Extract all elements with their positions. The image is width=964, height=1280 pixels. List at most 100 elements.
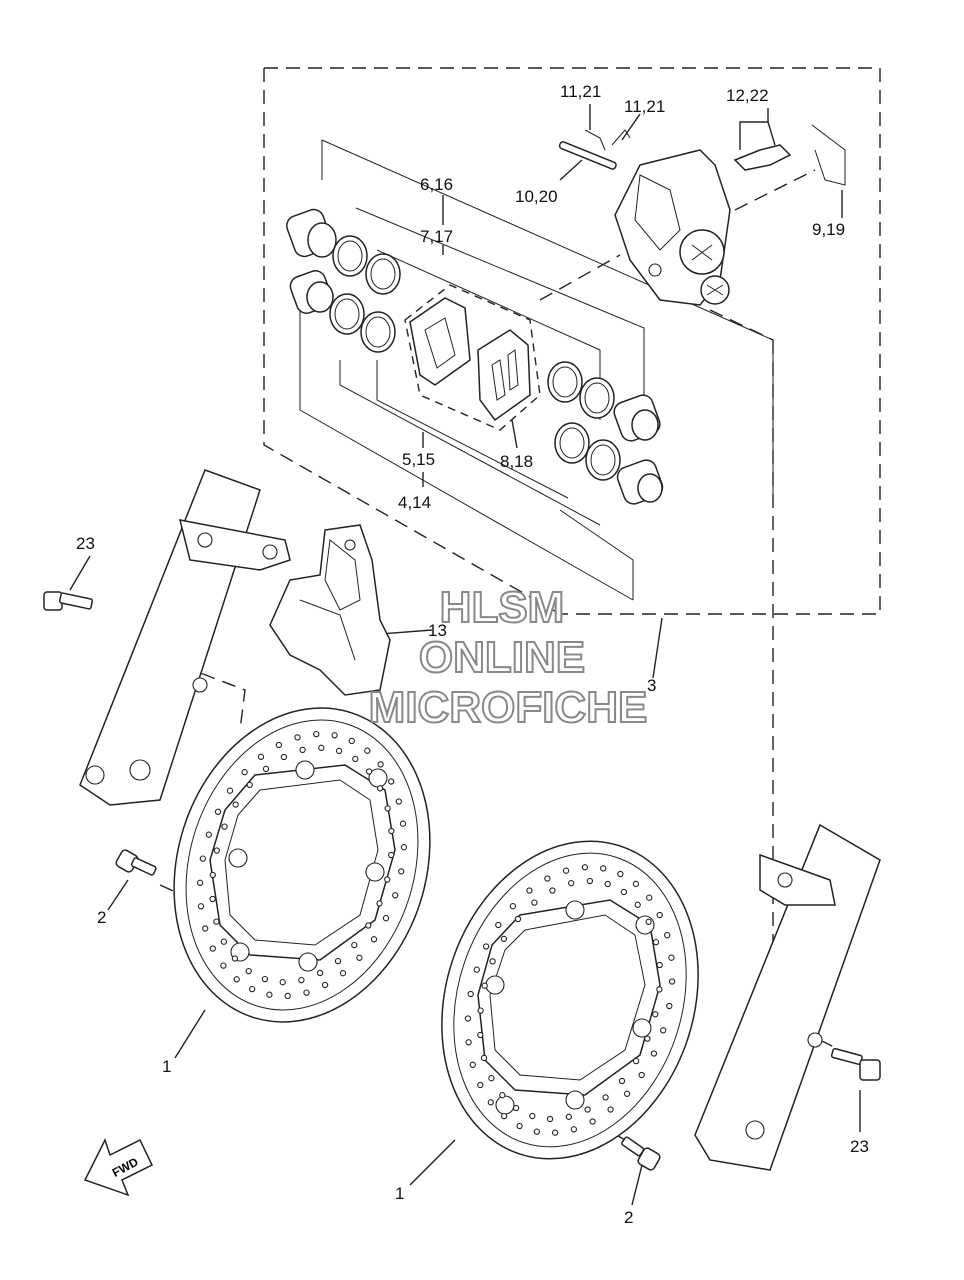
drill-hole: [376, 785, 384, 792]
drill-hole: [529, 1112, 536, 1120]
drill-hole: [335, 747, 343, 755]
drill-hole: [488, 1075, 495, 1082]
drill-hole: [533, 1128, 540, 1135]
drill-hole: [526, 887, 533, 894]
drill-hole: [279, 979, 286, 986]
drill-hole: [477, 1007, 484, 1014]
drill-hole: [584, 1106, 591, 1113]
drill-hole: [650, 1050, 658, 1057]
drill-hole: [364, 747, 371, 754]
drill-hole: [656, 986, 663, 993]
drill-hole: [348, 737, 355, 745]
callout-label: 3: [647, 676, 656, 695]
watermark-line: MICROFICHE: [369, 683, 648, 732]
disc-drill-holes: [196, 730, 676, 1136]
piston-group-left: [286, 208, 401, 353]
drill-hole: [280, 753, 288, 761]
drill-hole: [660, 1027, 667, 1034]
drill-hole: [638, 1071, 645, 1079]
piston-group-right: [547, 361, 664, 505]
drill-hole: [399, 820, 407, 827]
callout-label: 4,14: [398, 493, 431, 512]
drill-hole: [199, 855, 206, 862]
drill-hole: [299, 746, 306, 754]
drill-hole: [275, 741, 283, 749]
drill-hole: [551, 1129, 559, 1136]
drill-hole: [209, 871, 216, 879]
brake-disc-left: [173, 707, 431, 1023]
caliper-assembly-top: [558, 124, 846, 306]
drill-hole: [489, 958, 496, 965]
callout-label: 13: [428, 621, 447, 640]
drill-hole: [221, 823, 228, 830]
drill-hole: [351, 941, 358, 949]
drill-hole: [568, 880, 575, 887]
drill-hole: [377, 761, 384, 768]
drill-hole: [226, 787, 234, 794]
drill-hole: [500, 935, 508, 943]
watermark-line: HLSM: [440, 583, 565, 632]
drill-hole: [388, 851, 395, 859]
drill-hole: [512, 1104, 520, 1112]
drill-hole: [516, 1122, 523, 1130]
drill-hole: [570, 1126, 578, 1133]
callout-label: 1: [162, 1057, 171, 1076]
drill-hole: [298, 976, 305, 984]
callout-label: 2: [624, 1208, 633, 1227]
drill-hole: [331, 732, 338, 739]
drill-hole: [205, 831, 212, 838]
callout-label: 9,19: [812, 220, 845, 239]
drill-hole: [617, 870, 624, 878]
drill-hole: [313, 730, 320, 738]
callout-label: 12,22: [726, 86, 769, 105]
callout-label: 23: [76, 534, 95, 553]
drill-hole: [477, 1081, 484, 1089]
drill-hole: [365, 768, 373, 775]
drill-hole: [668, 978, 676, 985]
drill-hole: [261, 975, 269, 983]
drill-hole: [668, 954, 675, 961]
drill-hole: [623, 1090, 631, 1097]
drill-hole: [246, 781, 253, 789]
drill-hole: [233, 976, 240, 983]
drill-hole: [220, 962, 227, 969]
drill-hole: [464, 1015, 472, 1022]
drill-hole: [465, 1039, 472, 1046]
drill-hole: [392, 892, 399, 899]
drill-hole: [514, 915, 522, 923]
drill-hole: [384, 805, 391, 812]
drill-hole: [318, 744, 325, 751]
drill-hole: [213, 918, 220, 925]
drill-hole: [656, 911, 663, 919]
callout-label: 23: [850, 1137, 869, 1156]
bolt-23-left: [43, 591, 94, 611]
drill-hole: [316, 969, 324, 977]
drill-hole: [600, 865, 607, 872]
drill-hole: [388, 827, 395, 835]
bolt-2-right: [621, 1136, 661, 1171]
drill-hole: [232, 801, 239, 808]
drill-hole: [652, 1011, 659, 1018]
drill-hole: [262, 765, 270, 773]
drill-hole: [231, 955, 239, 962]
callout-label: 10,20: [515, 187, 558, 206]
drill-hole: [480, 1054, 488, 1062]
drill-hole: [339, 970, 347, 977]
drill-hole: [607, 1106, 614, 1113]
brake-disc-right: [441, 840, 699, 1160]
drill-hole: [549, 887, 556, 894]
drill-hole: [586, 877, 594, 885]
drill-hole: [499, 1092, 506, 1099]
drill-hole: [664, 932, 671, 939]
drill-hole: [376, 900, 383, 907]
drill-hole: [666, 1002, 673, 1010]
drill-hole: [604, 880, 611, 888]
fork-leg-right: [694, 823, 881, 1171]
drill-hole: [656, 961, 663, 969]
drill-hole: [334, 957, 342, 965]
drill-hole: [467, 990, 474, 998]
callout-label: 6,16: [420, 175, 453, 194]
drill-hole: [294, 734, 301, 741]
drill-hole: [546, 1115, 554, 1123]
drill-hole: [245, 967, 252, 975]
